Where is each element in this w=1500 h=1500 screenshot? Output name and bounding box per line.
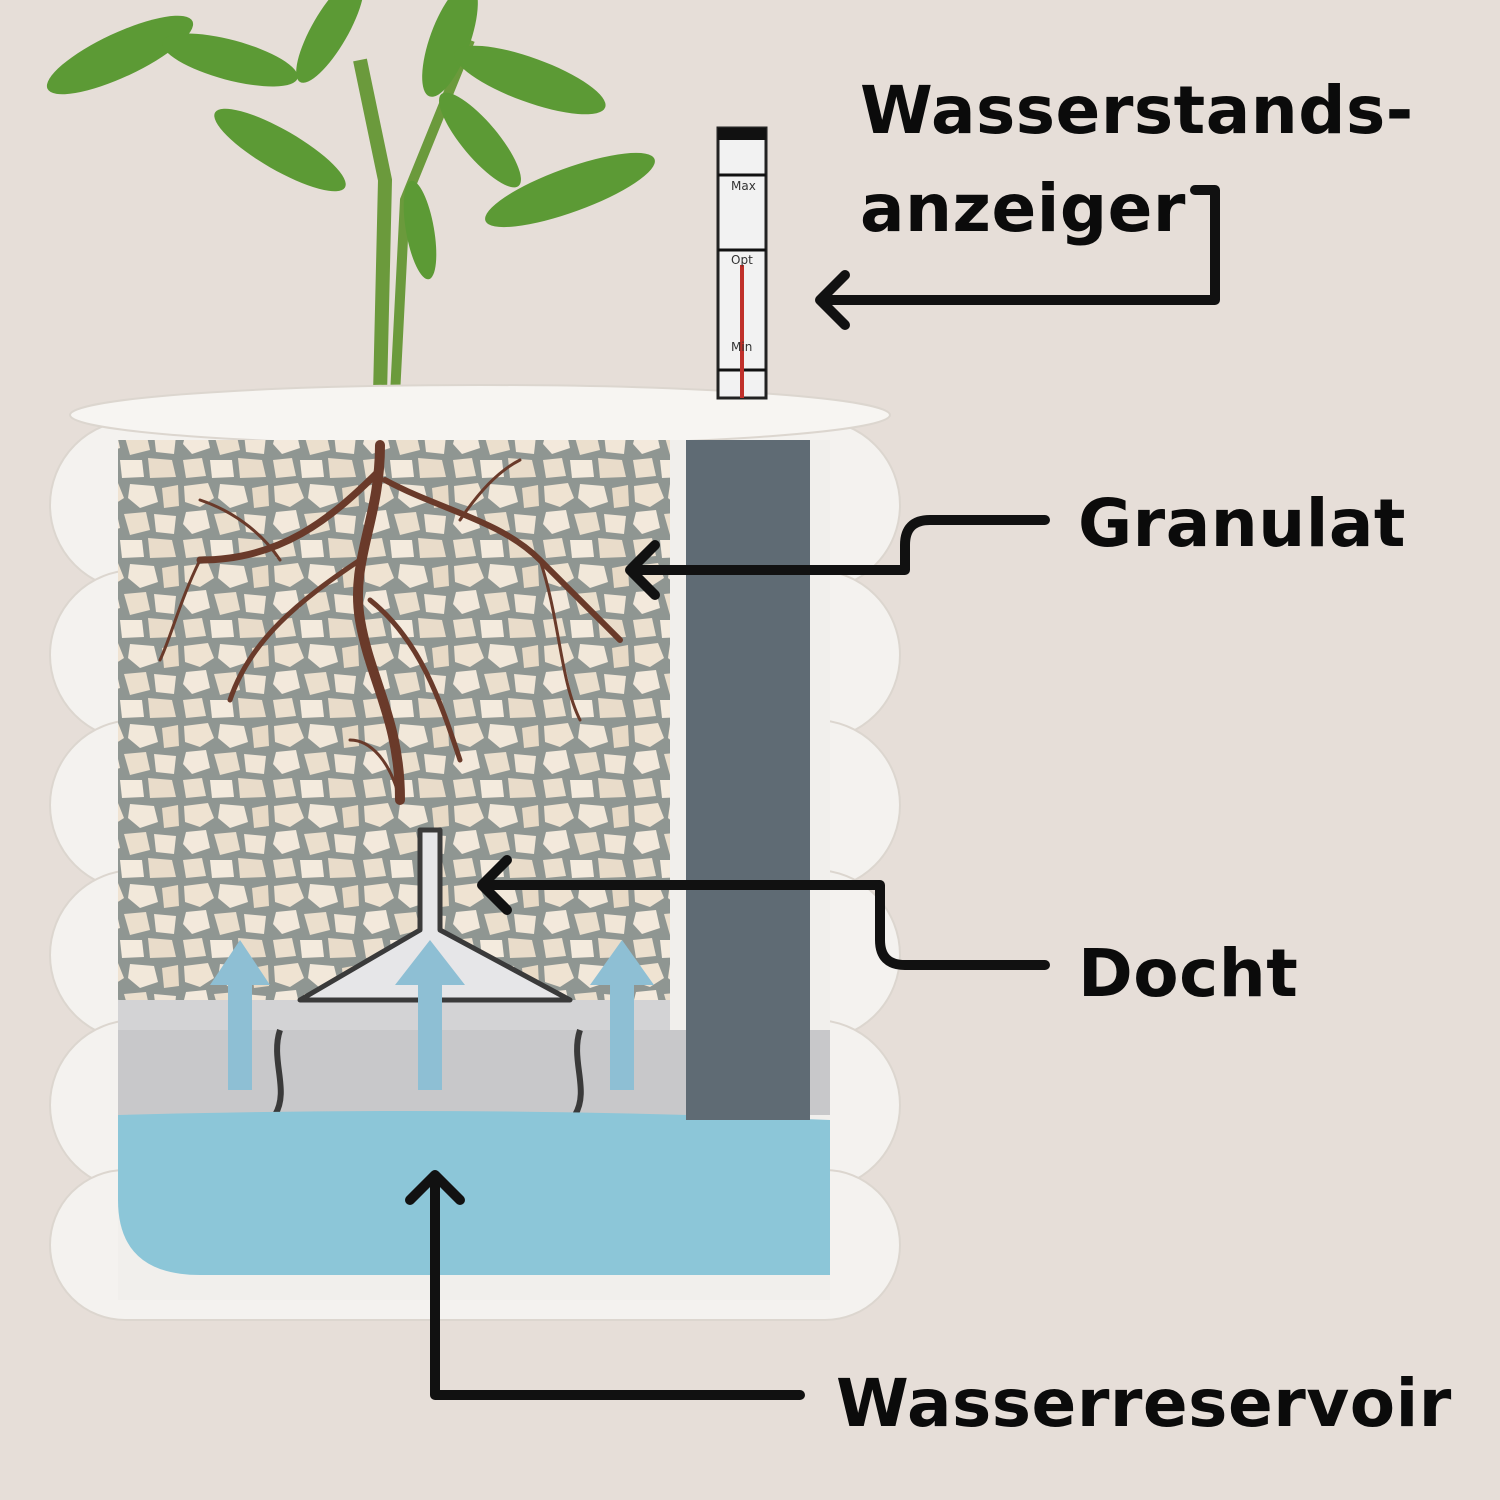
water-reservoir [118,1111,830,1275]
gauge-opt-label: Opt [731,253,753,267]
callout-arrows [405,185,1220,1400]
gauge-max-label: Max [731,179,756,193]
plant [46,0,655,396]
flow-arrows [210,940,654,1090]
label-water-level-indicator-line1: Wasserstands- [860,72,1414,149]
plant-roots [158,440,623,805]
label-water-level-indicator-line2: anzeiger [860,170,1186,247]
label-water-level-indicator: Wasserstands- anzeiger [860,62,1414,258]
label-granulate: Granulat [1078,485,1406,562]
left-arrow-icon [477,855,1050,970]
separator-plate [118,1000,670,1030]
wick [272,827,584,1117]
left-arrow-icon [405,1170,805,1400]
plant-leaves [46,0,655,280]
indicator-tube [686,440,810,1120]
up-arrow-icon [210,940,270,1090]
gauge-min-label: Min [731,340,752,354]
air-gap [118,1030,830,1115]
up-arrow-icon [395,940,465,1090]
water-level-gauge: Max Opt Min [716,126,768,400]
left-arrow-icon [815,185,1220,330]
label-wick: Docht [1078,935,1299,1012]
label-water-reservoir: Wasserreservoir [836,1365,1452,1442]
left-arrow-icon [625,515,1050,600]
up-arrow-icon [590,940,654,1090]
